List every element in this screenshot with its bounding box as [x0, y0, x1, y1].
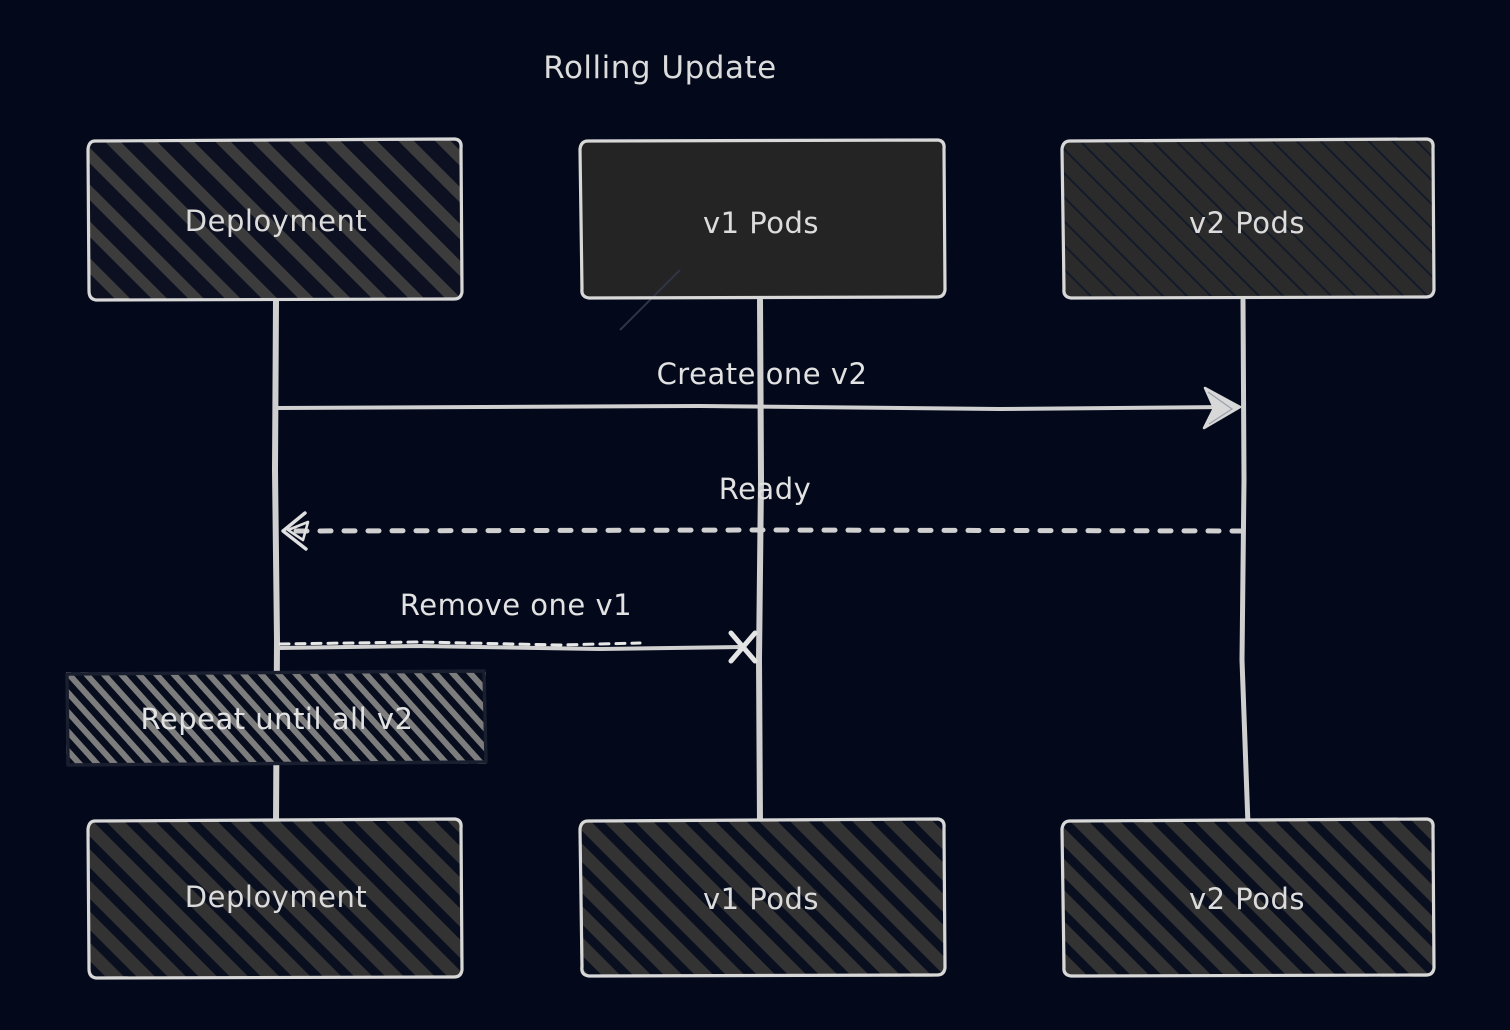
- message-arrow-create-one-v2[interactable]: [276, 386, 1242, 430]
- diagram-title: Rolling Update: [543, 50, 777, 86]
- message-label-remove-one-v1: Remove one v1: [399, 588, 633, 622]
- lifeline-v1pods: [755, 297, 765, 828]
- participant-label-v1pods-top: v1 Pods: [702, 206, 820, 240]
- participant-box-v2pods-bottom[interactable]: [1060, 817, 1436, 978]
- participant-box-deployment-bottom[interactable]: [86, 817, 464, 980]
- participant-box-deployment-top[interactable]: [86, 137, 464, 302]
- participant-label-v2pods-top: v2 Pods: [1188, 206, 1306, 240]
- participant-label-deployment-bottom: Deployment: [184, 880, 368, 914]
- message-arrow-remove-one-v1[interactable]: [276, 630, 758, 664]
- message-label-ready: Ready: [718, 472, 812, 506]
- participant-box-v1pods-top[interactable]: [578, 138, 947, 331]
- message-label-create-one-v2: Create one v2: [656, 357, 868, 391]
- lifeline-v2pods: [1239, 297, 1251, 828]
- participant-box-v2pods-top[interactable]: [1060, 137, 1436, 300]
- participant-box-v1pods-bottom[interactable]: [578, 817, 947, 978]
- participant-label-v2pods-bottom: v2 Pods: [1188, 882, 1306, 916]
- note-repeat-until-all-v2[interactable]: [65, 669, 488, 767]
- message-arrow-ready[interactable]: [281, 511, 1246, 551]
- participant-label-v1pods-bottom: v1 Pods: [702, 882, 820, 916]
- participant-label-deployment-top: Deployment: [184, 204, 368, 238]
- note-label-repeat: Repeat until all v2: [140, 702, 414, 736]
